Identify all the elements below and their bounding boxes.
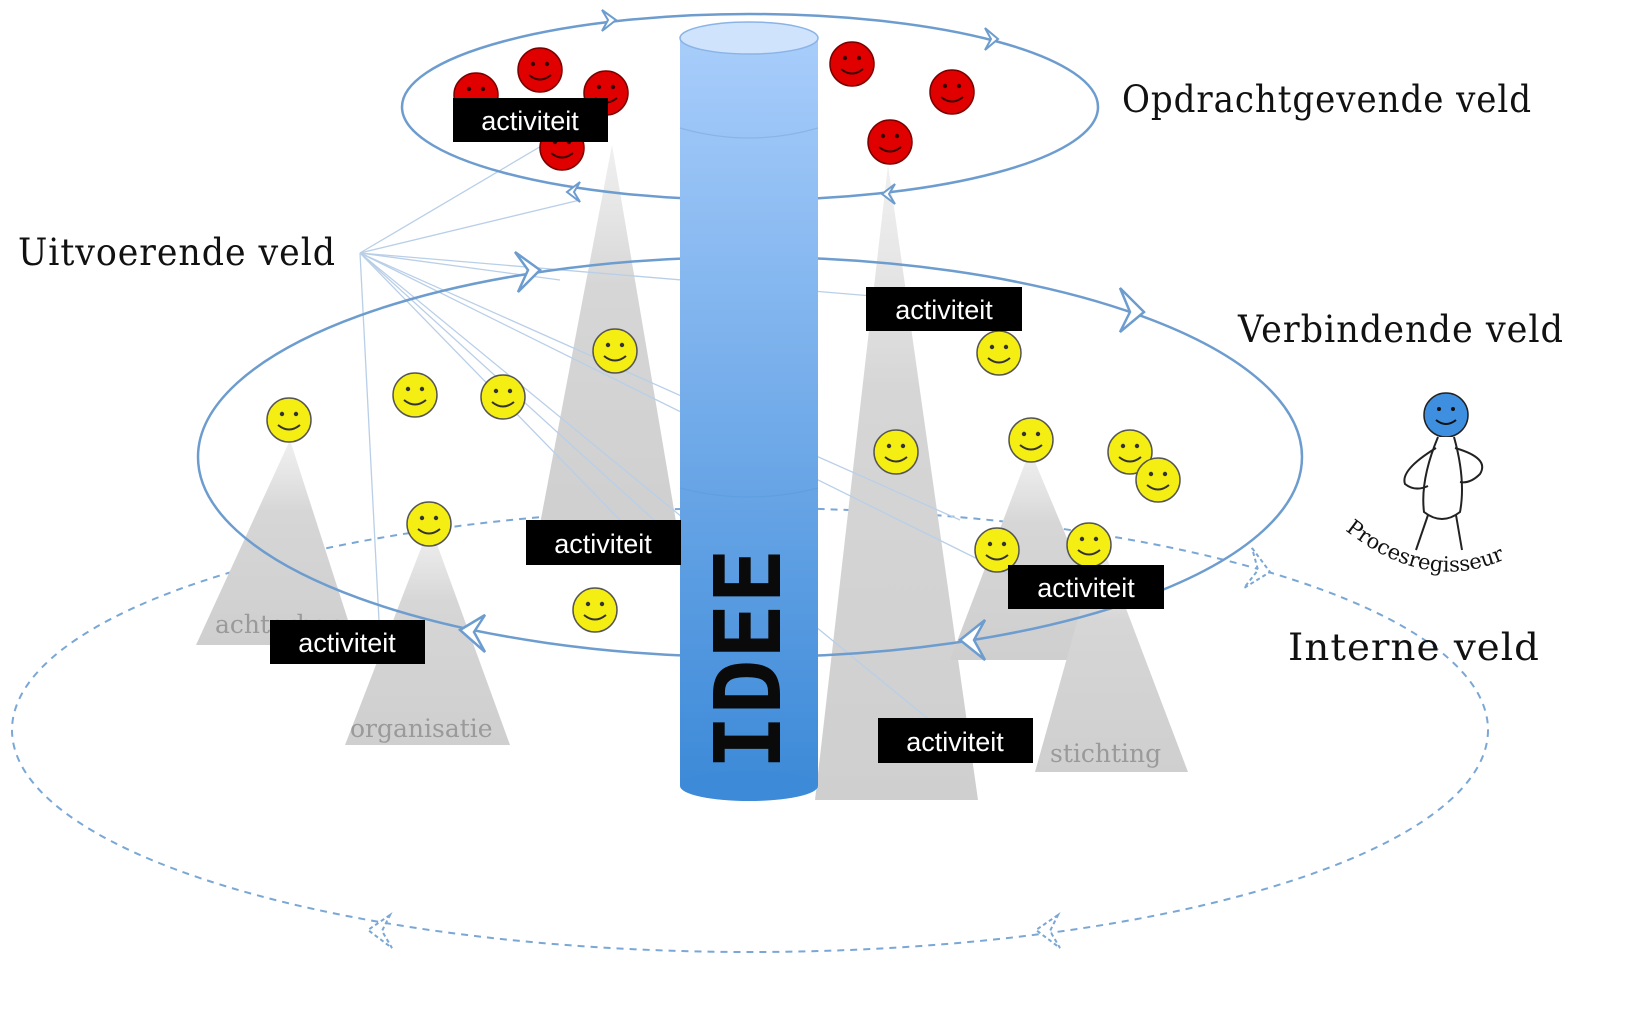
yellow-smiley-icon: [480, 374, 526, 420]
interne-veld-arrow-icon: [1034, 912, 1061, 949]
yellow-smiley-icon: [406, 501, 452, 547]
org-label-stichting: stichting: [1050, 739, 1161, 768]
label-interne-veld: Interne veld: [1288, 626, 1540, 669]
activity-label: activiteit: [1037, 573, 1135, 603]
verbindende-veld-arrow-icon: [513, 250, 542, 293]
activity-label: activiteit: [895, 295, 993, 325]
yellow-smiley-icon: [572, 587, 618, 633]
label-uitvoerende-veld: Uitvoerende veld: [18, 231, 336, 274]
activity-box: activiteit: [1008, 565, 1164, 609]
red-smiley-icon: [929, 69, 975, 115]
org-label-organisatie: organisatie: [350, 714, 493, 743]
cone-achterban: [196, 440, 356, 645]
opdrachtgevende-veld-arrow-icon: [601, 9, 618, 32]
yellow-smiley-icon: [1135, 457, 1181, 503]
red-smiley-icon: [517, 47, 563, 93]
activity-box: activiteit: [866, 287, 1022, 331]
activity-box: activiteit: [878, 718, 1033, 763]
interne-veld-ring: [11, 507, 1489, 953]
verbindende-veld-arrow-icon: [957, 619, 987, 661]
idee-label: IDEE: [695, 548, 802, 770]
activity-box: activiteit: [453, 98, 608, 142]
verbindende-veld-arrow-icon: [1118, 287, 1146, 333]
opdrachtgevende-veld-arrow-icon: [984, 27, 1000, 51]
red-smiley-icon: [829, 41, 875, 87]
activity-box: activiteit: [270, 620, 425, 664]
blue-smiley-icon: [1423, 392, 1469, 438]
yellow-smiley-icon: [873, 429, 919, 475]
cone-organisatie: [345, 525, 510, 745]
activity-box: activiteit: [526, 520, 681, 565]
cone-activiteit-mid: [815, 165, 978, 800]
yellow-smiley-icon: [976, 330, 1022, 376]
procesregisseur-figure: Procesregisseur: [1342, 392, 1508, 577]
interne-veld-arrow-icon: [1243, 547, 1272, 589]
label-opdrachtgevende-veld: Opdrachtgevende veld: [1122, 78, 1532, 121]
activity-label: activiteit: [906, 727, 1004, 757]
opdrachtgevende-veld-arrow-icon: [880, 183, 896, 205]
red-smiley-icon: [867, 119, 913, 165]
idee-column: IDEE: [679, 21, 819, 801]
label-verbindende-veld: Verbindende veld: [1237, 308, 1564, 351]
yellow-smiley-icon: [1008, 417, 1054, 463]
activity-label: activiteit: [298, 628, 396, 658]
yellow-smiley-icon: [392, 372, 438, 418]
cone-stichting: [1035, 540, 1188, 772]
interne-veld-arrow-icon: [366, 912, 393, 949]
activity-label: activiteit: [481, 106, 579, 136]
yellow-smiley-icon: [1066, 522, 1112, 568]
activity-label: activiteit: [554, 529, 652, 559]
verbindende-veld-arrow-icon: [457, 613, 487, 653]
opdrachtgevende-veld-arrow-icon: [565, 181, 581, 203]
yellow-smiley-icon: [592, 328, 638, 374]
yellow-smiley-icon: [266, 397, 312, 443]
